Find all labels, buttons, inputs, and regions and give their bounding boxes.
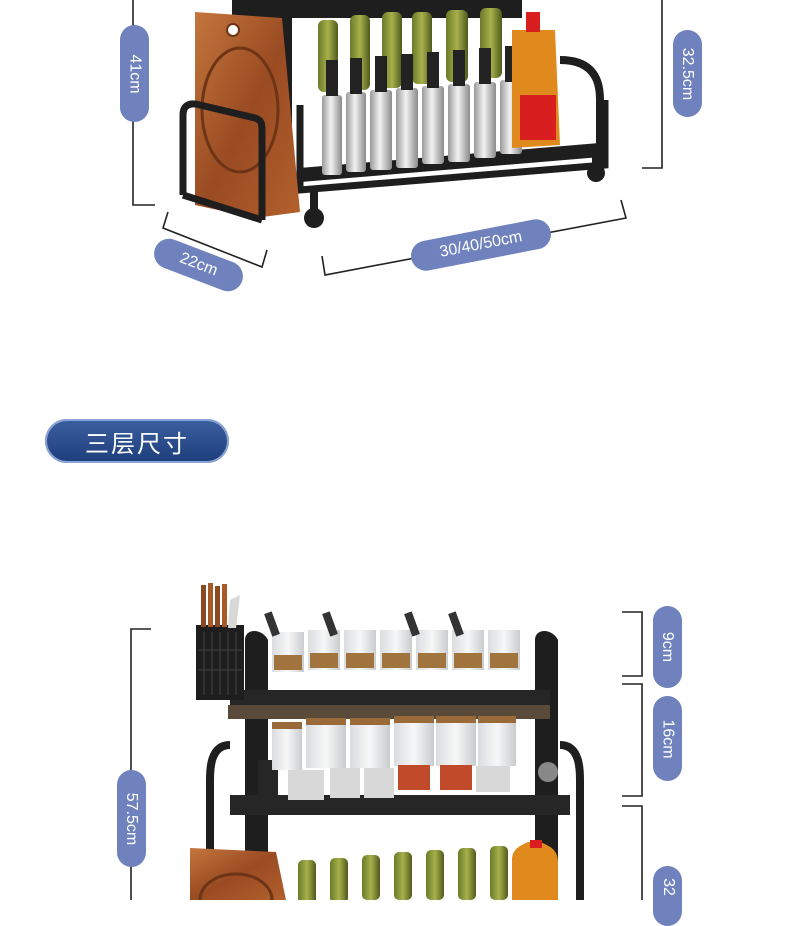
- bottom-gap-label: 32: [659, 878, 677, 896]
- three-tier-rack-image: [190, 583, 584, 900]
- bottom-gap-label-pill: 32: [653, 866, 682, 926]
- height-label: 41cm: [126, 53, 144, 94]
- side-height-label: 32.5cm: [679, 47, 697, 100]
- total-height-label: 57.5cm: [123, 792, 141, 845]
- top-gap-label-pill: 9cm: [653, 606, 682, 688]
- side-height-label-pill: 32.5cm: [673, 30, 702, 117]
- section-title-badge: 三层尺寸: [45, 419, 229, 463]
- total-height-label-pill: 57.5cm: [117, 770, 146, 867]
- top-gap-label: 9cm: [659, 631, 677, 663]
- product-illustration: [130, 0, 663, 900]
- height-label-pill: 41cm: [120, 25, 149, 122]
- middle-gap-label: 16cm: [659, 718, 677, 759]
- section-title: 三层尺寸: [85, 429, 189, 458]
- two-tier-rack-image: [179, 0, 609, 228]
- middle-gap-label-pill: 16cm: [653, 696, 682, 781]
